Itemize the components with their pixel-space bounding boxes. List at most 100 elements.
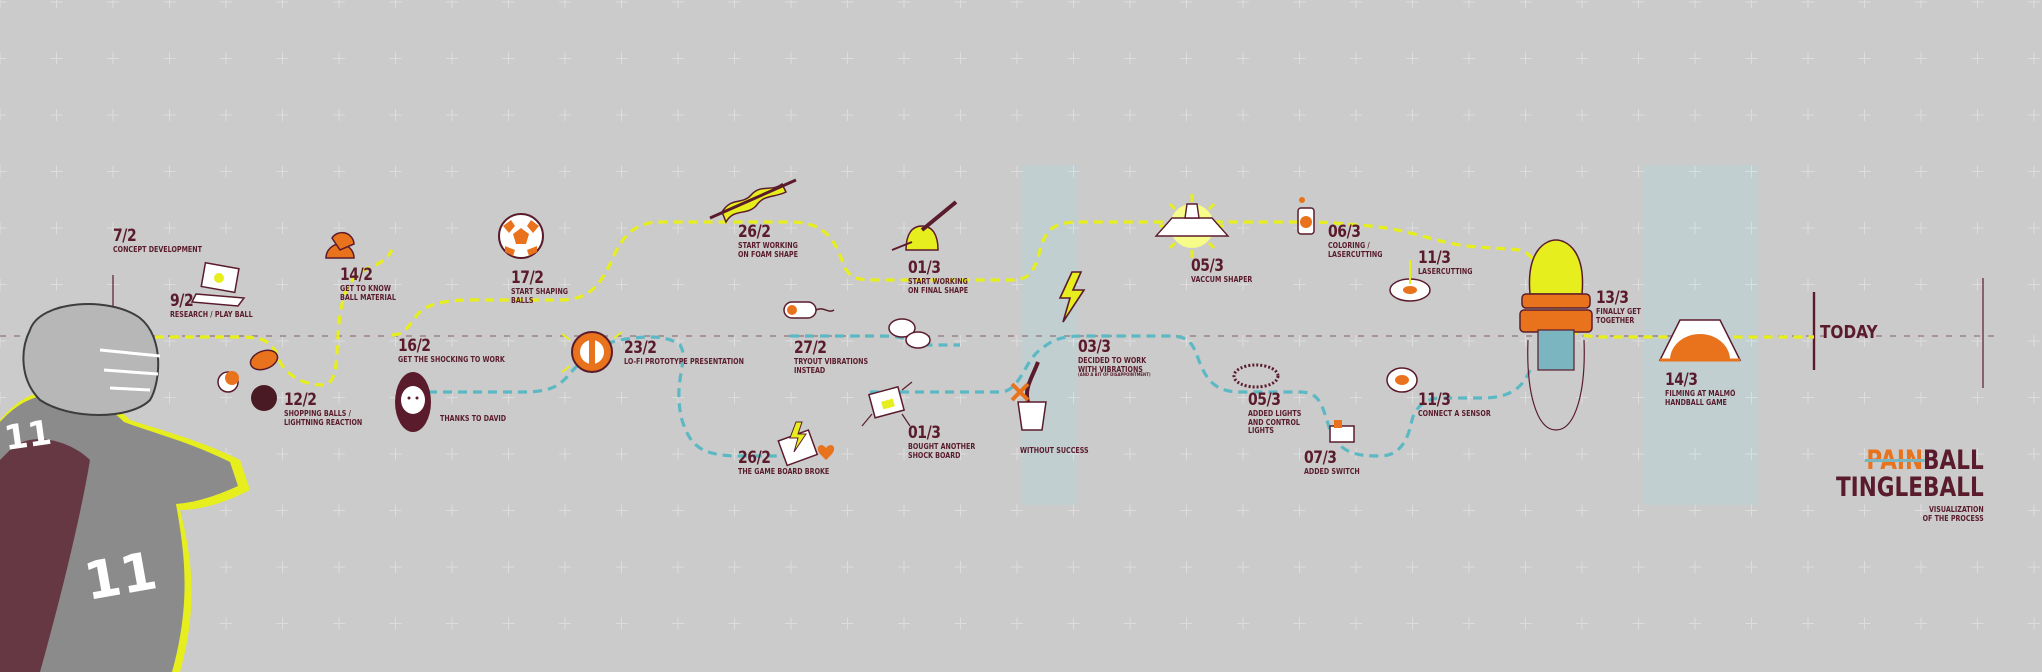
grid-cross bbox=[1632, 109, 1645, 121]
grid-cross bbox=[0, 0, 6, 8]
grid-cross bbox=[1067, 391, 1080, 404]
grid-cross bbox=[1011, 504, 1023, 517]
grid-cross bbox=[1293, 109, 1306, 121]
event-date: 05/3 bbox=[1191, 256, 1224, 276]
grid-cross bbox=[1011, 222, 1023, 234]
grid-cross bbox=[1576, 0, 1588, 8]
event-date: 23/2 bbox=[624, 338, 657, 358]
handball-icon bbox=[498, 213, 544, 259]
event-date: 01/3 bbox=[908, 423, 941, 443]
grid-cross bbox=[1802, 222, 1814, 234]
grid-cross bbox=[898, 617, 910, 630]
foam-shape-icon bbox=[709, 178, 797, 224]
grid-cross bbox=[333, 52, 345, 65]
grid-cross bbox=[898, 448, 910, 460]
grid-cross bbox=[1180, 391, 1193, 404]
grid-cross bbox=[333, 504, 345, 517]
grid-cross bbox=[1632, 391, 1645, 404]
grid-cross bbox=[1858, 109, 1871, 121]
grid-cross bbox=[1350, 617, 1362, 630]
event-date: 06/3 bbox=[1328, 222, 1361, 242]
grid-cross bbox=[389, 52, 402, 65]
handball-court-icon bbox=[1658, 319, 1742, 362]
grid-cross bbox=[276, 278, 289, 291]
grid-cross bbox=[0, 52, 6, 65]
brand-ball-word: BALL bbox=[1923, 445, 1984, 476]
grid-cross bbox=[502, 52, 515, 65]
event-date: 26/2 bbox=[738, 222, 771, 242]
grid-cross bbox=[841, 617, 854, 630]
grid-cross bbox=[276, 391, 289, 404]
grid-cross bbox=[1689, 561, 1701, 573]
grid-cross bbox=[1971, 0, 1984, 8]
grid-cross bbox=[728, 52, 741, 65]
grid-cross bbox=[1519, 222, 1532, 234]
grid-cross bbox=[163, 335, 176, 347]
grid-cross bbox=[1576, 448, 1588, 460]
grid-cross bbox=[163, 222, 176, 234]
grid-cross bbox=[446, 165, 458, 178]
grid-cross bbox=[502, 165, 515, 178]
grid-cross bbox=[1180, 165, 1193, 178]
grid-cross bbox=[898, 0, 910, 8]
grid-cross bbox=[389, 561, 402, 573]
grid-cross bbox=[1576, 165, 1588, 178]
grid-cross bbox=[1632, 617, 1645, 630]
grid-cross bbox=[615, 448, 628, 460]
grid-cross bbox=[276, 504, 289, 517]
grid-cross bbox=[1406, 52, 1419, 65]
grid-cross bbox=[1293, 504, 1306, 517]
grid-cross bbox=[1406, 335, 1419, 347]
grid-cross bbox=[1011, 278, 1023, 291]
grid-cross bbox=[1576, 617, 1588, 630]
grid-cross bbox=[1802, 52, 1814, 65]
grid-cross bbox=[1632, 278, 1645, 291]
grid-cross bbox=[220, 617, 232, 630]
grid-cross bbox=[1463, 0, 1475, 8]
grid-cross bbox=[1350, 109, 1362, 121]
grid-cross bbox=[446, 0, 458, 8]
grid-cross bbox=[1237, 617, 1249, 630]
grid-cross bbox=[1632, 335, 1645, 347]
event-label: GET THE SHOCKING TO WORK bbox=[398, 355, 505, 364]
grid-cross bbox=[1858, 561, 1871, 573]
event-date: 11/3 bbox=[1418, 248, 1451, 268]
grid-cross bbox=[841, 222, 854, 234]
grid-cross bbox=[1971, 52, 1984, 65]
grid-cross bbox=[1915, 391, 1927, 404]
grid-cross bbox=[220, 335, 232, 347]
grid-cross bbox=[559, 448, 571, 460]
grid-cross bbox=[220, 504, 232, 517]
grid-cross bbox=[1971, 335, 1984, 347]
final-device-icon bbox=[1519, 239, 1593, 431]
event-date: 27/2 bbox=[794, 338, 827, 358]
grid-cross bbox=[220, 222, 232, 234]
grid-cross bbox=[1915, 561, 1927, 573]
event-label: ADDED SWITCH bbox=[1304, 467, 1360, 476]
lightning-bolt-icon bbox=[1058, 271, 1086, 323]
grid-cross bbox=[1519, 109, 1532, 121]
grid-cross bbox=[1180, 109, 1193, 121]
grid-cross bbox=[1011, 448, 1023, 460]
grid-cross bbox=[1632, 0, 1645, 8]
event-label: THE GAME BOARD BROKE bbox=[738, 467, 830, 476]
grid-cross bbox=[502, 448, 515, 460]
event-label: START WORKING ON FOAM SHAPE bbox=[738, 241, 798, 259]
grid-cross bbox=[954, 504, 967, 517]
brand-tingleball: TINGLEBALL bbox=[1836, 472, 1984, 503]
grid-cross bbox=[954, 222, 967, 234]
grid-cross bbox=[276, 617, 289, 630]
grid-cross bbox=[389, 278, 402, 291]
grid-cross bbox=[841, 391, 854, 404]
event-date: 12/2 bbox=[284, 390, 317, 410]
grid-cross bbox=[1858, 52, 1871, 65]
grid-cross bbox=[1802, 504, 1814, 517]
grid-cross bbox=[1180, 448, 1193, 460]
grid-cross bbox=[1350, 0, 1362, 8]
grid-cross bbox=[1237, 335, 1249, 347]
grid-cross bbox=[559, 617, 571, 630]
grid-cross bbox=[1576, 109, 1588, 121]
